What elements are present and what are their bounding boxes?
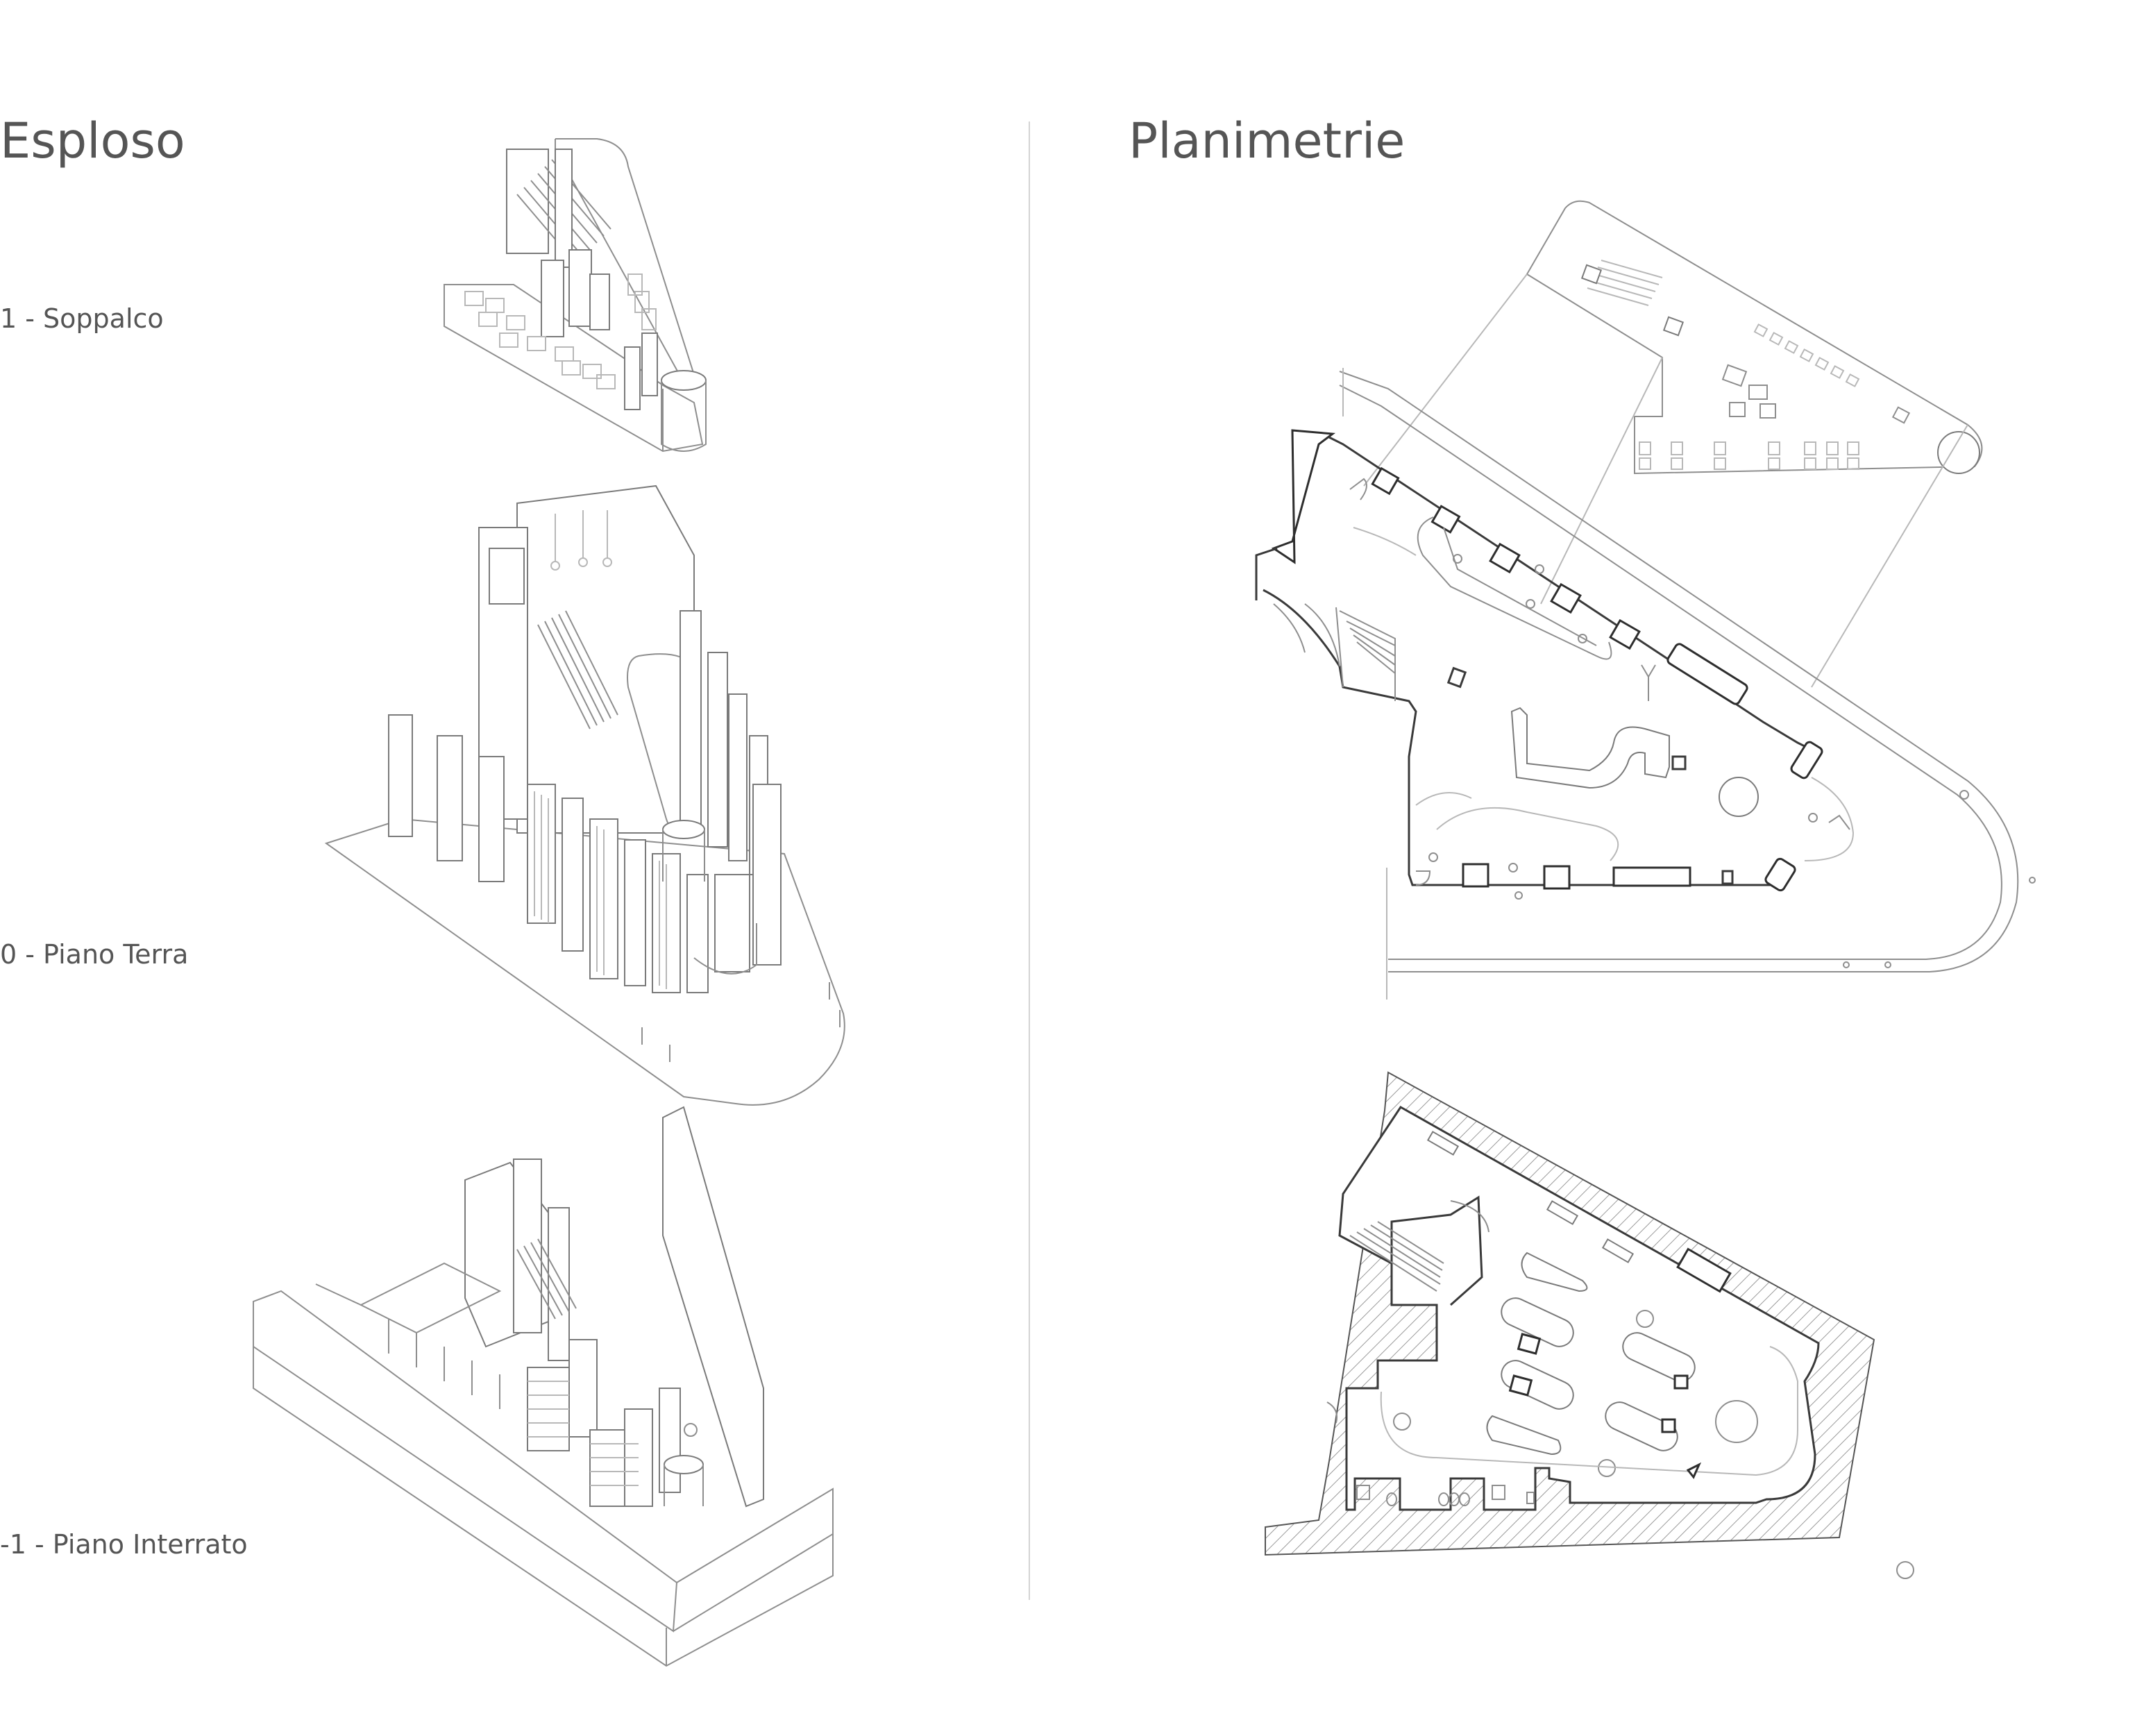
level-label-soppalco: 1 - Soppalco xyxy=(0,303,164,334)
level-label-piano-terra: 0 - Piano Terra xyxy=(0,939,189,970)
plan-piano-interrato xyxy=(1265,1072,1914,1578)
planimetrie-title: Planimetrie xyxy=(1129,112,1406,169)
axo-soppalco xyxy=(444,139,706,451)
axo-piano-interrato xyxy=(253,1107,833,1666)
esploso-title: Esploso xyxy=(0,112,185,169)
plan-piano-terra xyxy=(1256,201,2035,1000)
panel-divider xyxy=(1029,121,1030,1600)
axo-piano-terra xyxy=(326,486,845,1105)
level-label-piano-interrato: -1 - Piano Interrato xyxy=(0,1529,248,1560)
